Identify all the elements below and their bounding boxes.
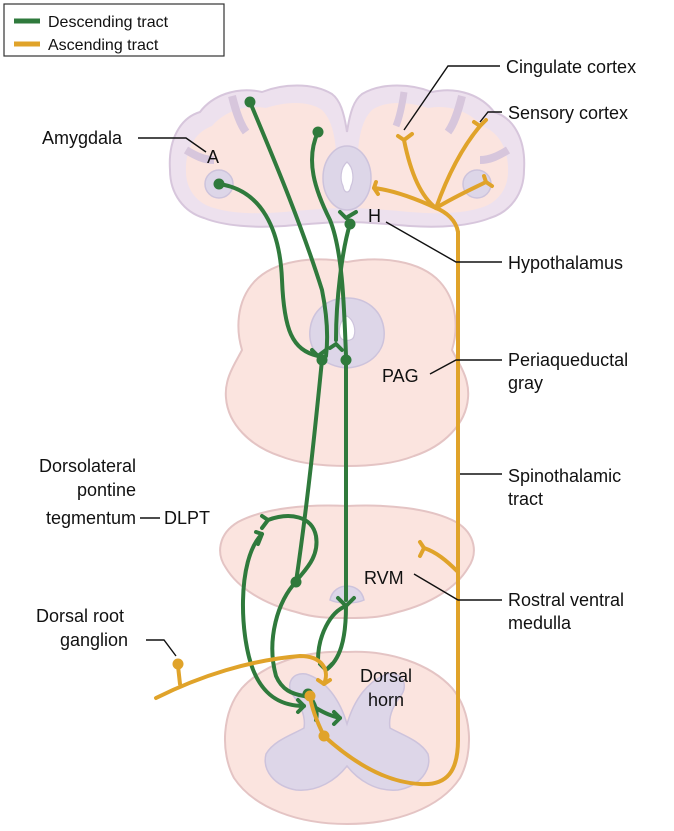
- label-hypothalamus-abbr: H: [368, 206, 381, 226]
- descending-soma-cortex-2: [313, 127, 324, 138]
- label-dlpt-line3: tegmentum: [46, 508, 136, 528]
- cerebrum-section: [170, 86, 524, 227]
- descending-soma-pag-right: [341, 355, 352, 366]
- descending-soma-amygdala: [214, 179, 225, 190]
- label-spinothalamic-line1: Spinothalamic: [508, 466, 621, 486]
- label-sensory-cortex: Sensory cortex: [508, 103, 628, 123]
- label-periaqueductal-line1: Periaqueductal: [508, 350, 628, 370]
- label-dorsal-horn-line2: horn: [368, 690, 404, 710]
- label-amygdala: Amygdala: [42, 128, 123, 148]
- ascending-soma-drg: [173, 659, 184, 670]
- label-spinothalamic-line2: tract: [508, 489, 543, 509]
- label-drg-line2: ganglion: [60, 630, 128, 650]
- label-periaqueductal-line2: gray: [508, 373, 543, 393]
- label-rvm-abbr: RVM: [364, 568, 404, 588]
- legend-descending-label: Descending tract: [48, 14, 169, 31]
- spinal-cord-section: [225, 652, 469, 824]
- descending-soma-cortex-1: [245, 97, 256, 108]
- ascending-soma-horn-2: [319, 731, 330, 742]
- label-dorsal-horn-line1: Dorsal: [360, 666, 412, 686]
- label-pag-abbr: PAG: [382, 366, 419, 386]
- leader-hypothalamus: [386, 222, 502, 262]
- leader-drg: [146, 640, 176, 656]
- label-dlpt-abbr: DLPT: [164, 508, 210, 528]
- label-rostral-line1: Rostral ventral: [508, 590, 624, 610]
- legend: Descending tract Ascending tract: [4, 4, 224, 56]
- descending-soma-hypothalamus: [345, 219, 356, 230]
- label-hypothalamus: Hypothalamus: [508, 253, 623, 273]
- label-cingulate-cortex: Cingulate cortex: [506, 57, 636, 77]
- third-ventricle: [341, 162, 353, 192]
- label-dlpt-line2: pontine: [77, 480, 136, 500]
- label-dlpt-line1: Dorsolateral: [39, 456, 136, 476]
- label-rostral-line2: medulla: [508, 613, 572, 633]
- ascending-soma-horn-1: [305, 691, 316, 702]
- label-drg-line1: Dorsal root: [36, 606, 124, 626]
- legend-ascending-label: Ascending tract: [48, 37, 159, 54]
- label-amygdala-abbr: A: [207, 147, 219, 167]
- descending-soma-dlpt: [291, 577, 302, 588]
